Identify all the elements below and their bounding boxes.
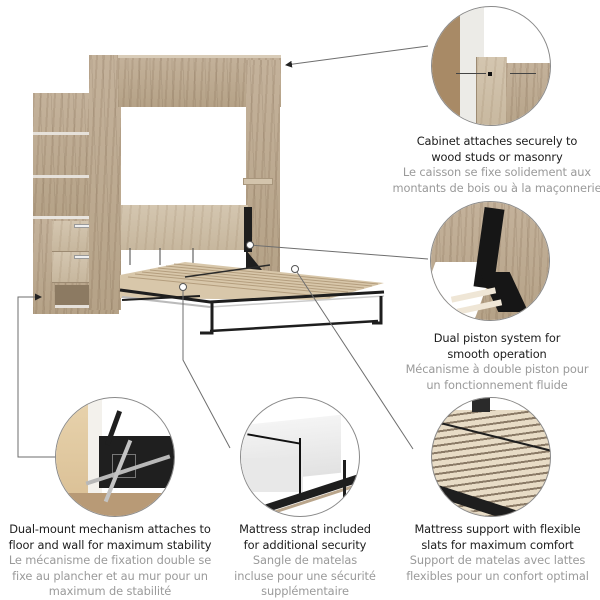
bed-cabinet-left-side	[89, 55, 121, 310]
detail-circle-dual-mount	[55, 397, 175, 517]
hotspot-mattress-strap[interactable]	[179, 283, 187, 291]
shelf-board	[33, 132, 107, 135]
hotspot-slats[interactable]	[291, 265, 299, 273]
headboard-panel	[121, 205, 248, 250]
detail-circle-dual-piston	[430, 201, 550, 321]
detail-circle-cabinet-attach	[431, 6, 551, 126]
cabinet-top-edge	[118, 55, 281, 58]
cabinet-top	[33, 216, 117, 220]
caption-flexible-slats: Mattress support with flexible slats for…	[406, 522, 589, 583]
shelf-board	[33, 175, 107, 178]
piston-bracket	[244, 207, 252, 252]
caption-dual-mount: Dual-mount mechanism attaches to floor a…	[8, 522, 212, 598]
caption-dual-piston: Dual piston system for smooth operation …	[405, 331, 589, 392]
side-handle	[243, 178, 273, 185]
caption-mattress-strap: Mattress strap included for additional s…	[234, 522, 376, 598]
shelf-tower	[33, 93, 93, 218]
detail-circle-flexible-slats	[431, 397, 551, 517]
hotspot-piston[interactable]	[246, 241, 254, 249]
detail-circle-mattress-strap	[240, 397, 360, 517]
caption-cabinet-attach: Cabinet attaches securely to wood studs …	[392, 134, 600, 195]
